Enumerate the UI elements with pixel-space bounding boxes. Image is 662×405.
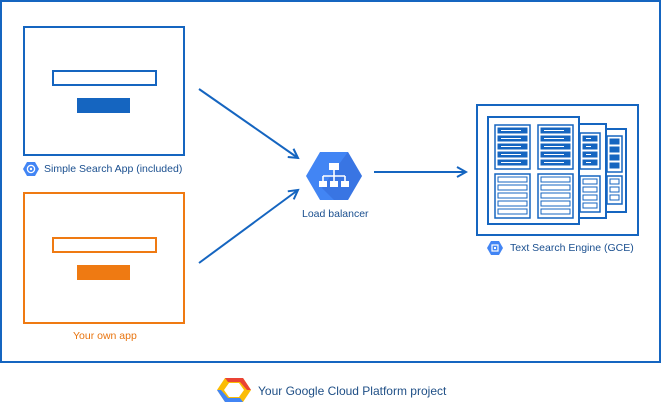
text-search-engine-label: Text Search Engine (GCE) (510, 242, 634, 254)
app-engine-icon (23, 162, 39, 176)
load-balancer-icon (306, 152, 362, 200)
server-rack (494, 124, 531, 170)
server-rack (537, 124, 574, 170)
compute-engine-icon (487, 241, 503, 255)
own-app-input-mock (52, 237, 157, 253)
server-rack (579, 132, 601, 170)
google-cloud-platform-logo (217, 378, 251, 402)
server-rack (494, 173, 531, 219)
project-label: Your Google Cloud Platform project (258, 384, 447, 398)
your-own-app-window (23, 192, 185, 324)
server-rack (606, 135, 623, 173)
project-boundary (0, 0, 661, 363)
text-search-engine-stack (476, 104, 639, 236)
server-rack (537, 173, 574, 219)
simple-search-app-label: Simple Search App (included) (44, 163, 183, 175)
arrow-own-app-to-lb (198, 190, 298, 264)
search-input-mock (52, 70, 157, 86)
search-button-mock (77, 98, 130, 113)
own-app-button-mock (77, 265, 130, 280)
arrow-simple-app-to-lb (198, 88, 298, 158)
simple-search-app-window (23, 26, 185, 156)
load-balancer-label: Load balancer (302, 208, 369, 220)
server-racks (494, 124, 623, 219)
server-rack (579, 175, 601, 213)
your-own-app-label: Your own app (73, 330, 137, 342)
server-rack (606, 175, 623, 205)
